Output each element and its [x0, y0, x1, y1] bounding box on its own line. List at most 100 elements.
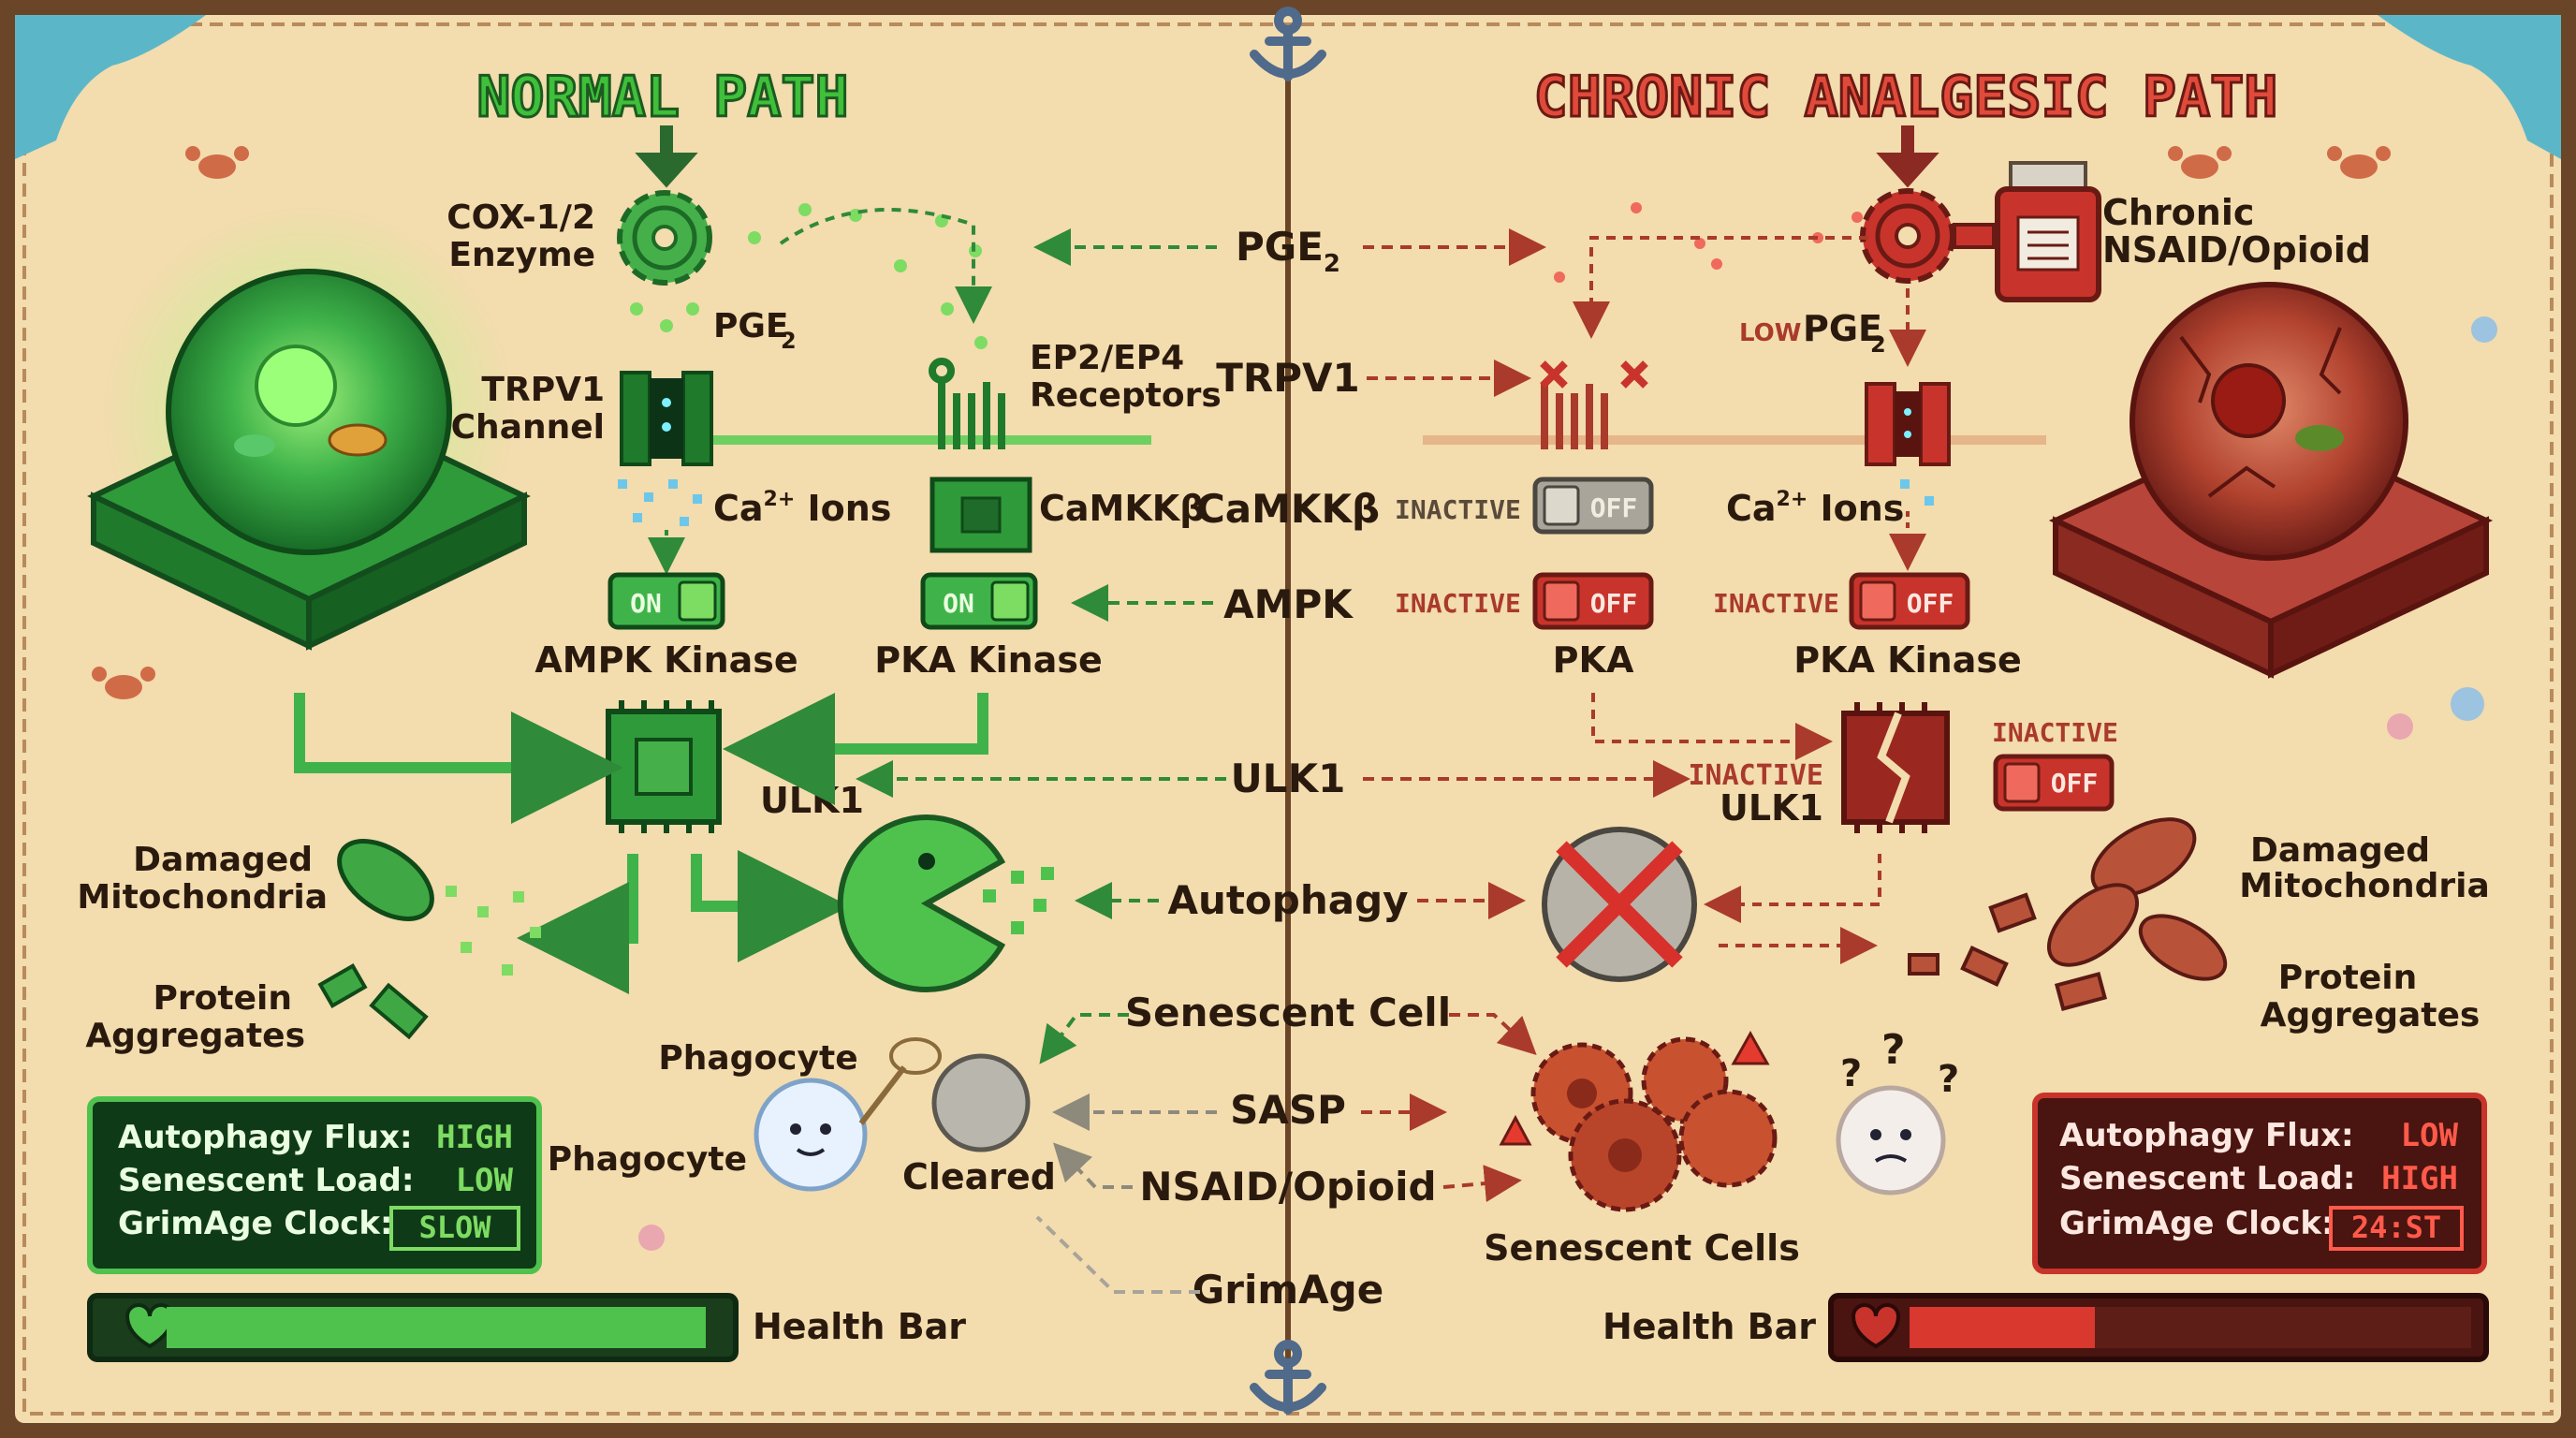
crab-icon: [2327, 146, 2391, 179]
crab-icon: [2168, 146, 2232, 179]
autophagy-pacman-icon: [837, 814, 1006, 992]
pge2-particles: [630, 203, 988, 349]
right-clock-key: GrimAge Clock:: [2059, 1205, 2334, 1242]
center-autophagy-label: Autophagy: [1167, 877, 1408, 923]
ulk1-inactive-label: INACTIVE: [1689, 759, 1824, 792]
left-ulk1-label: ULK1: [760, 780, 864, 821]
right-flux-key: Autophagy Flux:: [2059, 1117, 2354, 1154]
svg-text:?: ?: [1881, 1026, 1906, 1074]
ampk-off-switch: OFF: [1532, 572, 1654, 630]
right-health-fill: [1910, 1307, 2095, 1348]
normal-path-title: NORMAL PATH: [476, 65, 848, 130]
left-flux-value: HIGH: [436, 1119, 513, 1156]
title-down-arrow: [1876, 125, 1939, 188]
left-pge2-label: PGE: [713, 307, 789, 345]
right-ca-label: Ca2+ Ions: [1726, 488, 1904, 529]
cox-enzyme-label: Enzyme: [448, 236, 595, 274]
damaged-cell: [2048, 282, 2494, 679]
right-protein-label: Protein: [2278, 959, 2417, 997]
left-health-fill: [167, 1307, 706, 1348]
nsaid-left-arrow: [1053, 1142, 1133, 1189]
low-prefix: LOW: [1739, 319, 1801, 347]
ulk1-off-switch: OFF: [1993, 754, 2115, 812]
phagocyte-top-label: Phagocyte: [658, 1039, 857, 1078]
center-ampk-label: AMPK: [1223, 581, 1354, 627]
protein-aggregate-icon: [317, 963, 429, 1040]
nsaid-right-arrow: [1442, 1165, 1522, 1203]
left-mito-label: Mitochondria: [77, 878, 328, 917]
crab-icon: [185, 146, 249, 179]
right-stats-panel: Autophagy Flux: LOW Senescent Load: HIGH…: [2032, 1093, 2487, 1274]
warning-icon: [1731, 1030, 1770, 1065]
calcium-ions: [618, 479, 702, 526]
mitochondria-icon: [337, 839, 434, 921]
chronic-path-title: CHRONIC ANALGESIC PATH: [1534, 65, 2278, 130]
cleared-debris-icon: [931, 1053, 1031, 1152]
svg-text:?: ?: [1840, 1052, 1862, 1095]
pge2-to-receptor-red-arrow: [1573, 236, 1868, 339]
ep-receptor-icon: [929, 358, 1005, 449]
center-sasp-label: SASP: [1230, 1087, 1346, 1133]
autophagy-particles: [983, 867, 1054, 934]
right-clock-value: 24:ST: [2351, 1210, 2441, 1245]
ampk-on-switch: ON: [607, 572, 725, 630]
anchor-icon: [1250, 1340, 1326, 1415]
switch-off-label: OFF: [2051, 768, 2099, 799]
center-camkk-label: CaMKKβ: [1196, 486, 1380, 532]
ampk-kinase-label: AMPK Kinase: [534, 639, 798, 681]
center-nsaid-label: NSAID/Opioid: [1139, 1164, 1436, 1210]
title-down-arrow: [635, 125, 698, 188]
right-load-key: Senescent Load:: [2059, 1160, 2355, 1197]
left-protein-label: Protein: [154, 979, 292, 1018]
right-pge2-label: PGE: [1803, 308, 1882, 349]
confused-phagocyte-icon: ? ? ?: [1836, 1026, 1959, 1196]
trpv1-channel-icon: [620, 371, 713, 466]
debris-particles: [446, 886, 541, 976]
right-damaged-label: Damaged: [2250, 831, 2430, 870]
grimage-arrow: [1035, 1215, 1200, 1294]
svg-text:?: ?: [1938, 1058, 1959, 1101]
blocked-receptor-icon: [1540, 360, 1648, 449]
switch-off-label: OFF: [1590, 492, 1638, 523]
trpv1-channel-label: Channel: [451, 408, 605, 447]
right-mito-label: Mitochondria: [2239, 867, 2490, 905]
right-pka-kinase-label: PKA Kinase: [1793, 639, 2022, 681]
left-stats-panel: Autophagy Flux: HIGH Senescent Load: LOW…: [87, 1096, 542, 1274]
water-corner-tr: [2378, 15, 2561, 159]
ulk1-chip-inactive-label: INACTIVE: [1992, 717, 2118, 748]
drug-label: Chronic: [2102, 192, 2254, 233]
reduced-pge2-particles: [1554, 202, 1863, 283]
ulk1-to-autophagy-arrow: [691, 850, 850, 962]
ulk1-to-damage-arrow: [517, 854, 638, 994]
drug-bottle-icon: [1995, 161, 2101, 302]
switch-on-label: ON: [630, 588, 662, 619]
center-ulk1-label: ULK1: [1231, 756, 1346, 801]
healthy-cell: [87, 206, 531, 651]
pka-on-switch: ON: [920, 572, 1038, 630]
water-corner-tl: [15, 15, 206, 159]
left-health-bar: [87, 1293, 739, 1362]
camkk-off-switch: OFF: [1532, 477, 1654, 535]
center-grimage-label: GrimAge: [1193, 1267, 1383, 1313]
right-health-bar: [1828, 1293, 2489, 1362]
ep-receptor-label: EP2/EP4: [1030, 339, 1184, 377]
pge2-to-receptor-arrow: [779, 208, 992, 324]
left-clock-key: GrimAge Clock:: [118, 1205, 393, 1242]
cox-gear-icon: [617, 190, 712, 286]
switch-off-label: OFF: [1907, 588, 1954, 619]
senescent-right-arrow: [1449, 1013, 1537, 1055]
left-aggregates-label: Aggregates: [85, 1017, 305, 1055]
right-ulk1-label: ULK1: [1720, 787, 1823, 829]
camkk-chip-icon: [929, 477, 1032, 553]
phagocyte-icon: [754, 1037, 942, 1192]
inhibited-cox-gear-icon: [1860, 188, 1996, 284]
crab-icon: [92, 667, 155, 699]
switch-on-label: ON: [943, 588, 974, 619]
center-trpv1-label: TRPV1: [1216, 355, 1360, 401]
senescent-cells-label: Senescent Cells: [1484, 1227, 1800, 1269]
pka-off-switch: OFF: [1849, 572, 1970, 630]
anchor-icon: [1250, 7, 1326, 81]
heart-icon: [1851, 1303, 1901, 1349]
